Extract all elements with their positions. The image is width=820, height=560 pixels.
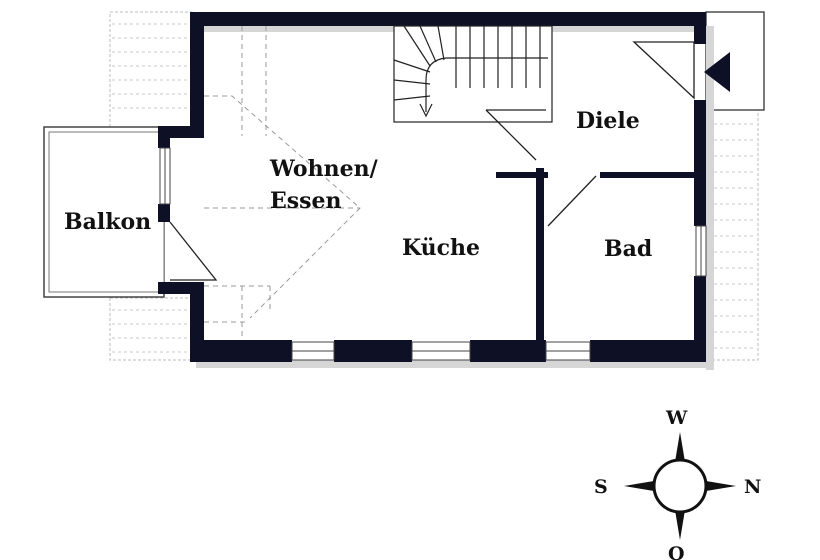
doors bbox=[169, 41, 695, 281]
room-label-essen: Essen bbox=[270, 188, 342, 214]
room-label-wohnen: Wohnen/ bbox=[269, 156, 379, 182]
windows bbox=[159, 147, 707, 361]
compass-label-east: O bbox=[668, 543, 685, 560]
compass-rose: W S N O bbox=[594, 407, 761, 560]
compass-label-south: S bbox=[594, 476, 608, 498]
compass-label-north: N bbox=[744, 476, 761, 498]
balcony bbox=[43, 126, 165, 298]
roof-lines bbox=[204, 26, 361, 340]
room-label-balkon: Balkon bbox=[64, 209, 151, 235]
staircase bbox=[393, 25, 553, 123]
room-label-bad: Bad bbox=[604, 236, 652, 262]
room-label-kueche: Küche bbox=[402, 235, 480, 261]
room-label-diele: Diele bbox=[576, 108, 640, 134]
entrance-arrow-icon bbox=[704, 52, 730, 92]
entrance-landing bbox=[705, 11, 765, 111]
walls bbox=[158, 12, 706, 362]
compass-label-west: W bbox=[665, 407, 688, 429]
compass-circle-icon bbox=[652, 458, 708, 514]
